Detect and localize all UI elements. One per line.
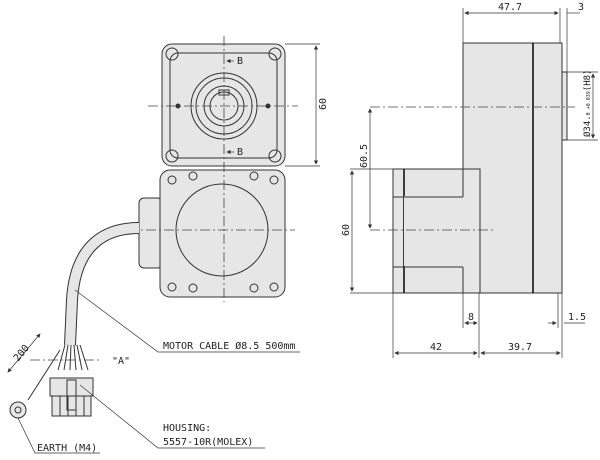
housing-label-line2: 5557-10R(MOLEX) — [163, 437, 253, 448]
section-mark-top: B — [237, 56, 243, 67]
terminal-box — [138, 197, 164, 269]
motor-cable: "A" 200 MOTOR CABLE Ø8.5 500mm HOUSING: … — [7, 222, 300, 454]
housing-label-line1: HOUSING: — [163, 423, 211, 434]
earth-ring-terminal — [9, 401, 27, 419]
side-view: 47.7 3 Ø34.0 +0.039(H8) 60.5 60 8 1.5 42… — [341, 2, 598, 358]
output-shaft-side — [561, 71, 568, 141]
dim-gear-depth: 39.7 — [508, 342, 532, 353]
dim-step: 8 — [468, 312, 474, 323]
dim-motor-height: 60 — [341, 224, 352, 236]
dim-lead-length: 200 — [12, 343, 32, 364]
dim-step2: 1.5 — [568, 312, 586, 323]
motor-front — [159, 169, 286, 298]
dim-front-height: 60 — [318, 98, 329, 110]
dim-flange: 3 — [578, 2, 584, 13]
earth-label: EARTH (M4) — [37, 443, 97, 454]
dim-motor-length: 42 — [430, 342, 442, 353]
gearhead-front — [161, 43, 286, 167]
view-a-label: "A" — [112, 356, 130, 367]
mounting-holes — [165, 47, 282, 163]
dim-shaft-bore: Ø34.0 +0.039(H8) — [582, 70, 593, 137]
front-view: B B 60 — [110, 36, 329, 302]
dim-center-offset: 60.5 — [359, 144, 370, 168]
section-mark-bottom: B — [237, 147, 243, 158]
dim-gearhead-length: 47.7 — [498, 2, 522, 13]
earth-lead — [27, 349, 61, 401]
motor-cable-label: MOTOR CABLE Ø8.5 500mm — [163, 340, 295, 352]
connector-housing — [49, 377, 94, 397]
